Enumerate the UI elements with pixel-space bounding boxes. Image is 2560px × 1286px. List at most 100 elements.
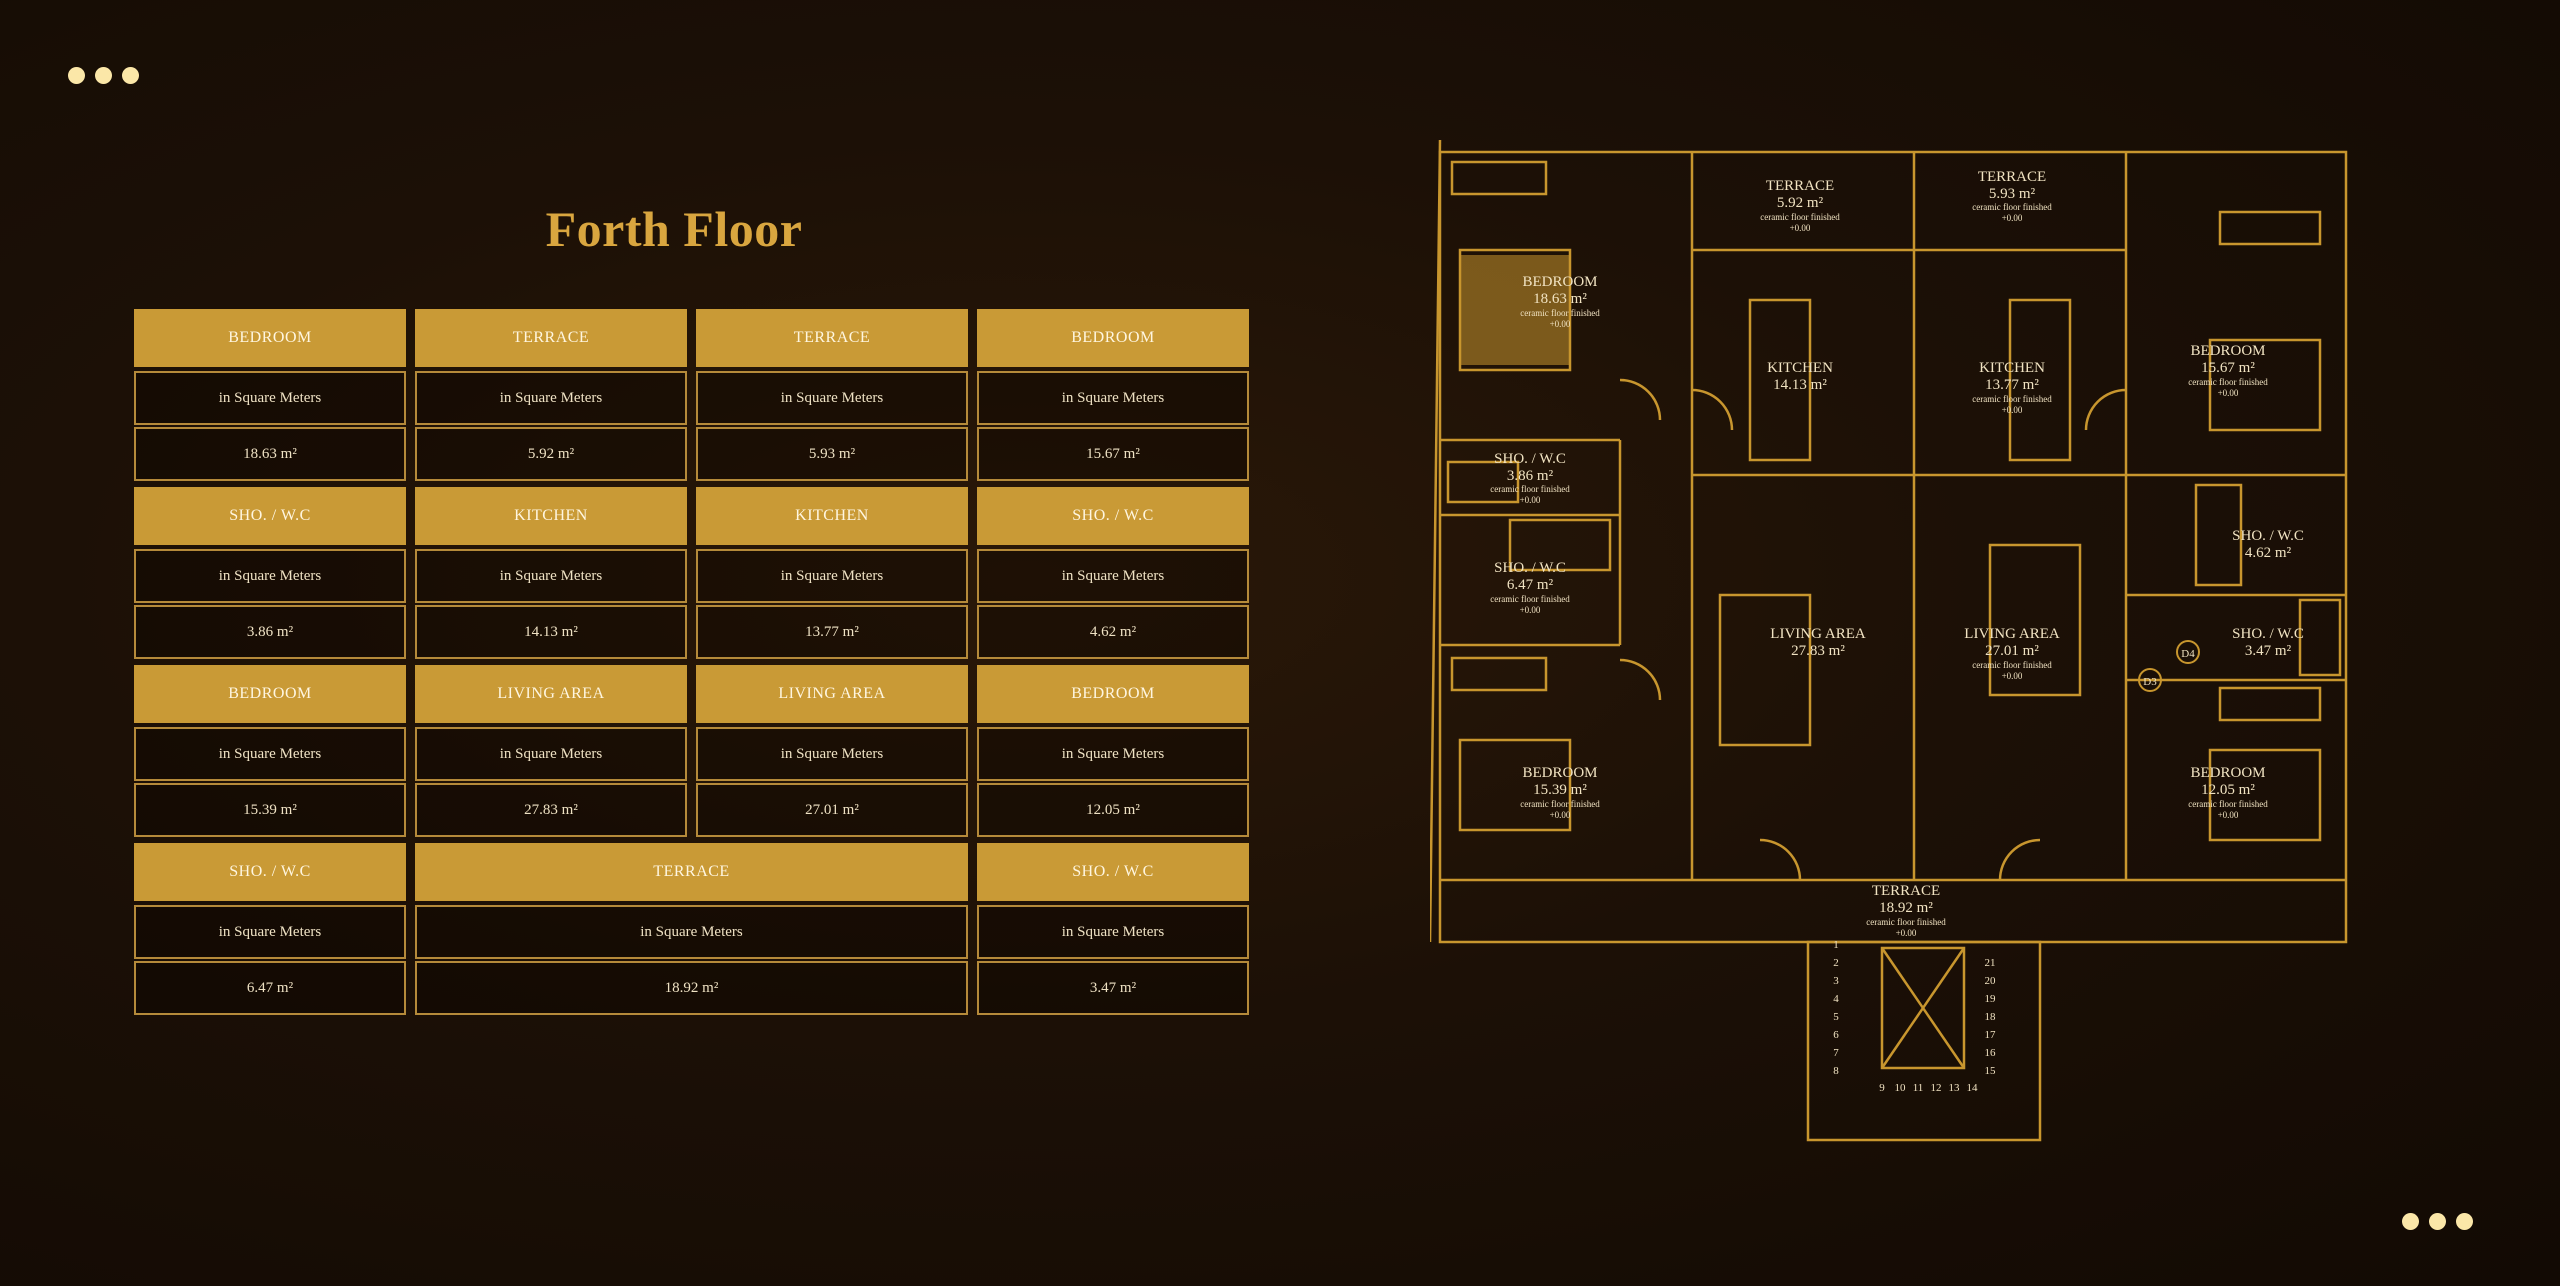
window-rack bbox=[2218, 210, 2322, 246]
room-unit: in Square Meters bbox=[415, 371, 687, 425]
room-area: 3.47 m² bbox=[977, 961, 1249, 1015]
elevator bbox=[1880, 946, 1966, 1070]
stair-step: 15 bbox=[1985, 1065, 1997, 1077]
room-card: BEDROOM in Square Meters 15.67 m² bbox=[977, 309, 1249, 481]
dot-icon bbox=[2402, 1213, 2419, 1230]
room-area: 3.86 m² bbox=[134, 605, 406, 659]
bed-fill bbox=[1460, 255, 1570, 365]
dot-icon bbox=[2456, 1213, 2473, 1230]
plan-area: 15.67 m² bbox=[2201, 360, 2255, 376]
door-arc bbox=[2084, 388, 2127, 431]
room-area: 13.77 m² bbox=[696, 605, 968, 659]
door-tag-group: D3 D4 bbox=[2138, 640, 2200, 692]
room-card: SHO. / W.C in Square Meters 6.47 m² bbox=[134, 843, 406, 1015]
room-name: TERRACE bbox=[696, 309, 968, 367]
stair-step: 14 bbox=[1967, 1082, 1979, 1094]
dot-icon bbox=[2429, 1213, 2446, 1230]
room-name: SHO. / W.C bbox=[977, 487, 1249, 545]
plan-label: SHO. / W.C bbox=[1494, 451, 1566, 467]
stair-step: 18 bbox=[1985, 1011, 1997, 1023]
room-name: BEDROOM bbox=[134, 309, 406, 367]
stair-step: 16 bbox=[1985, 1047, 1997, 1059]
stair-step: 19 bbox=[1985, 993, 1997, 1005]
room-card: LIVING AREA in Square Meters 27.01 m² bbox=[696, 665, 968, 837]
room-unit: in Square Meters bbox=[134, 549, 406, 603]
bed bbox=[2208, 748, 2322, 842]
plan-label: SHO. / W.C bbox=[2232, 626, 2304, 642]
kitchen-island bbox=[1748, 298, 1812, 462]
plan-area: 18.92 m² bbox=[1879, 900, 1933, 916]
plan-level: +0.00 bbox=[2002, 405, 2023, 415]
plan-label: LIVING AREA bbox=[1770, 626, 1866, 642]
room-area: 5.93 m² bbox=[696, 427, 968, 481]
stair-step: 9 bbox=[1879, 1082, 1885, 1094]
plan-note: ceramic floor finished bbox=[1490, 484, 1570, 494]
room-card: TERRACE in Square Meters 5.92 m² bbox=[415, 309, 687, 481]
room-name: LIVING AREA bbox=[696, 665, 968, 723]
door-arc bbox=[1759, 838, 1802, 881]
room-card: SHO. / W.C in Square Meters 3.47 m² bbox=[977, 843, 1249, 1015]
stair-step: 1 bbox=[1833, 939, 1839, 951]
plan-level: +0.00 bbox=[1520, 495, 1541, 505]
plan-note: ceramic floor finished bbox=[1866, 917, 1946, 927]
elevator-cross bbox=[1880, 947, 1966, 1069]
area-table: BEDROOM in Square Meters 18.63 m² TERRAC… bbox=[134, 309, 1249, 1015]
plan-label: TERRACE bbox=[1766, 178, 1834, 194]
window-rack bbox=[1450, 160, 1548, 196]
plan-note: ceramic floor finished bbox=[1972, 394, 2052, 404]
plan-area: 18.63 m² bbox=[1533, 291, 1587, 307]
room-card: TERRACE in Square Meters 5.93 m² bbox=[696, 309, 968, 481]
plan-area: 27.83 m² bbox=[1791, 643, 1845, 659]
room-unit: in Square Meters bbox=[134, 371, 406, 425]
window-rack bbox=[2218, 686, 2322, 722]
stair-step: 21 bbox=[1985, 957, 1996, 969]
room-card: BEDROOM in Square Meters 15.39 m² bbox=[134, 665, 406, 837]
room-unit: in Square Meters bbox=[415, 727, 687, 781]
stair-step: 20 bbox=[1985, 975, 1997, 987]
room-name: TERRACE bbox=[415, 309, 687, 367]
room-name: KITCHEN bbox=[696, 487, 968, 545]
stair-step: 12 bbox=[1931, 1082, 1942, 1094]
room-card: KITCHEN in Square Meters 13.77 m² bbox=[696, 487, 968, 659]
sofa bbox=[1988, 543, 2082, 697]
room-area: 15.39 m² bbox=[134, 783, 406, 837]
plan-level: +0.00 bbox=[1520, 605, 1541, 615]
door-tag: D4 bbox=[2181, 648, 2195, 660]
door-tag: D3 bbox=[2143, 676, 2157, 688]
plan-area: 14.13 m² bbox=[1773, 377, 1827, 393]
plan-area: 13.77 m² bbox=[1985, 377, 2039, 393]
kitchen-island bbox=[2008, 298, 2072, 462]
room-card: SHO. / W.C in Square Meters 3.86 m² bbox=[134, 487, 406, 659]
stair-step: 3 bbox=[1833, 975, 1839, 987]
plan-note: ceramic floor finished bbox=[1520, 308, 1600, 318]
room-name: LIVING AREA bbox=[415, 665, 687, 723]
floor-plan-drawing: TERRACE 5.92 m² ceramic floor finished +… bbox=[1428, 139, 2348, 1142]
door-arc bbox=[1619, 378, 1662, 421]
stair-step: 13 bbox=[1949, 1082, 1961, 1094]
plan-level: +0.00 bbox=[1550, 319, 1571, 329]
plan-label: TERRACE bbox=[1872, 883, 1940, 899]
wall bbox=[1428, 139, 1442, 943]
plan-note: ceramic floor finished bbox=[1760, 212, 1840, 222]
room-name: BEDROOM bbox=[977, 309, 1249, 367]
plan-level: +0.00 bbox=[1790, 223, 1811, 233]
shower bbox=[2298, 598, 2342, 677]
plan-area: 3.47 m² bbox=[2245, 643, 2292, 659]
room-area: 5.92 m² bbox=[415, 427, 687, 481]
plan-level: +0.00 bbox=[2002, 671, 2023, 681]
room-area: 18.63 m² bbox=[134, 427, 406, 481]
room-area: 12.05 m² bbox=[977, 783, 1249, 837]
room-name: BEDROOM bbox=[134, 665, 406, 723]
plan-level: +0.00 bbox=[2002, 213, 2023, 223]
room-area: 15.67 m² bbox=[977, 427, 1249, 481]
plan-label: SHO. / W.C bbox=[1494, 560, 1566, 576]
shower bbox=[2194, 483, 2243, 587]
plan-note: ceramic floor finished bbox=[1490, 594, 1570, 604]
bed bbox=[2208, 338, 2322, 432]
dot-icon bbox=[122, 67, 139, 84]
stair-step: 7 bbox=[1833, 1047, 1839, 1059]
dot-icon bbox=[95, 67, 112, 84]
plan-label: BEDROOM bbox=[1522, 274, 1597, 290]
window-rack bbox=[1450, 656, 1548, 692]
stair-step: 11 bbox=[1913, 1082, 1924, 1094]
